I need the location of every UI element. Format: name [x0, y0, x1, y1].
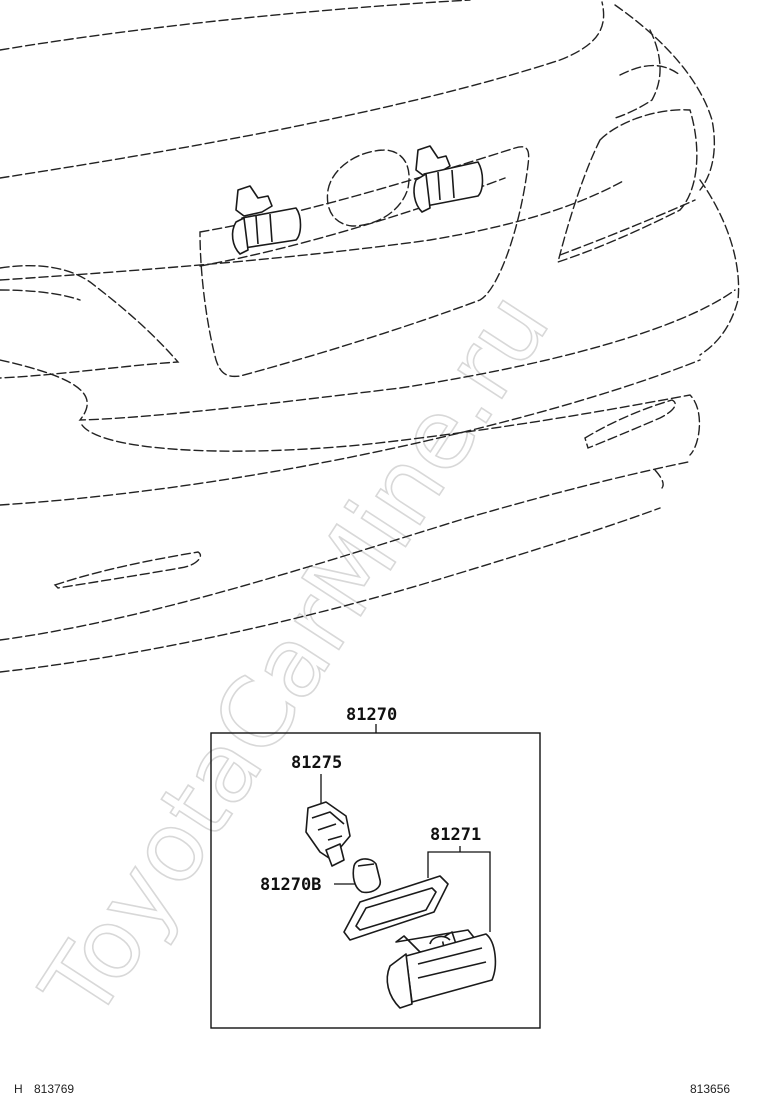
car-rear-outline: [0, 0, 740, 673]
footer-right-code: 813656: [690, 1082, 730, 1096]
footer-left-prefix: H: [14, 1082, 23, 1096]
part-label-81270: 81270: [346, 705, 397, 725]
lens-part: [343, 875, 449, 941]
part-label-81270B: 81270B: [260, 875, 321, 895]
socket-part: [305, 801, 351, 867]
installed-license-lamp-right: [413, 145, 484, 213]
part-label-81275: 81275: [291, 753, 342, 773]
footer-left-code: 813769: [34, 1082, 74, 1096]
watermark-text: ToyotaCarMine.ru: [20, 273, 571, 1038]
bulb-part: [352, 858, 382, 894]
lamp-housing-part: [386, 929, 497, 1009]
leader-81271: [427, 846, 491, 932]
installed-license-lamp-left: [231, 185, 302, 255]
part-label-81271: 81271: [430, 825, 481, 845]
